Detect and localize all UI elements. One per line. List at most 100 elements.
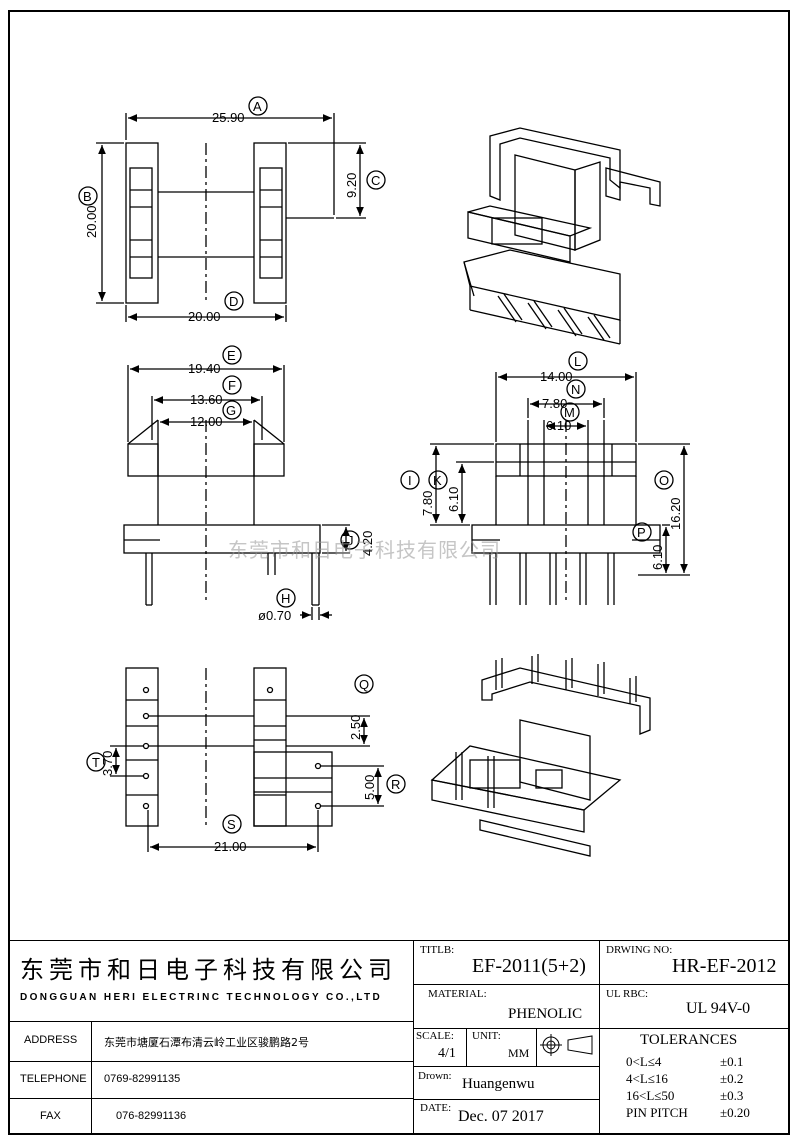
dim-value-f: 13.60 <box>190 392 223 407</box>
scale-value: 4/1 <box>438 1046 456 1061</box>
svg-text:E: E <box>227 348 236 363</box>
balloon-s: S <box>222 814 242 834</box>
tolerance-value-1: ±0.1 <box>720 1054 744 1069</box>
drawing-frame <box>8 10 790 1135</box>
svg-text:I: I <box>408 473 412 488</box>
dim-value-c: 9.20 <box>344 173 359 198</box>
balloon-r: R <box>386 774 406 794</box>
ul-label: UL RBC: <box>606 988 649 1000</box>
front-view <box>123 365 350 620</box>
bottom-view <box>110 667 384 852</box>
dim-value-j: 4.20 <box>360 531 375 556</box>
svg-text:G: G <box>226 403 236 418</box>
tolerance-value-2: ±0.2 <box>720 1071 744 1086</box>
dim-value-d: 20.00 <box>188 309 221 324</box>
company-name-en: DONGGUAN HERI ELECTRINC TECHNOLOGY CO.,L… <box>20 992 383 1003</box>
drawn-value: Huangenwu <box>462 1076 535 1092</box>
dim-value-m: 6.10 <box>546 418 571 433</box>
svg-text:B: B <box>83 189 92 204</box>
dim-value-i: 7.80 <box>420 491 435 516</box>
title-label: TITLB: <box>420 944 455 956</box>
dim-value-k: 6.10 <box>446 487 461 512</box>
fax-value: 076-82991136 <box>116 1110 187 1122</box>
projection-symbol-icon <box>540 1034 593 1056</box>
svg-text:T: T <box>92 755 100 770</box>
dim-value-o: 16.20 <box>668 497 683 530</box>
address-value: 东莞市塘厦石潭布清云岭工业区骏鹏路2号 <box>104 1036 309 1049</box>
svg-text:J: J <box>347 533 354 548</box>
svg-text:R: R <box>391 777 400 792</box>
unit-value: MM <box>508 1046 530 1060</box>
tolerance-range-4: PIN PITCH <box>626 1105 688 1120</box>
tolerances-heading: TOLERANCES <box>640 1032 738 1048</box>
material-label: MATERIAL: <box>428 988 487 1000</box>
dim-value-e: 19.40 <box>188 361 221 376</box>
company-name-cn: 东莞市和日电子科技有限公司 <box>20 956 397 984</box>
balloon-q: Q <box>354 674 374 694</box>
balloon-n: N <box>566 379 586 399</box>
address-label: ADDRESS <box>24 1034 78 1046</box>
balloon-h: H <box>276 588 296 608</box>
fax-label: FAX <box>40 1110 61 1122</box>
balloon-j: J <box>340 530 360 550</box>
scale-label: SCALE: <box>416 1030 454 1042</box>
drawing-no-label: DRWING NO: <box>606 944 673 956</box>
svg-text:Q: Q <box>359 677 369 692</box>
date-value: Dec. 07 2017 <box>458 1108 544 1125</box>
svg-text:M: M <box>564 405 575 420</box>
balloon-l: L <box>568 351 588 371</box>
dim-value-a: 25.90 <box>212 110 245 125</box>
tolerance-range-2: 4<L≤16 <box>626 1071 668 1086</box>
title-value: EF-2011(5+2) <box>472 955 586 977</box>
ul-value: UL 94V-0 <box>686 1000 751 1017</box>
balloon-i: I <box>400 470 420 490</box>
isometric-view-top <box>463 127 661 345</box>
top-view <box>96 113 366 322</box>
svg-text:H: H <box>281 591 290 606</box>
drawing-no-value: HR-EF-2012 <box>672 955 777 977</box>
svg-text:C: C <box>371 173 380 188</box>
dim-value-q: 2.50 <box>348 715 363 740</box>
balloon-k: K <box>428 470 448 490</box>
tolerance-value-3: ±0.3 <box>720 1088 744 1103</box>
balloon-d: D <box>224 291 244 311</box>
balloon-p: P <box>632 522 652 542</box>
svg-text:A: A <box>253 99 262 114</box>
balloon-e: E <box>222 345 242 365</box>
svg-text:P: P <box>637 525 646 540</box>
dim-value-g: 12.00 <box>190 414 223 429</box>
svg-text:O: O <box>659 473 669 488</box>
balloon-o: O <box>654 470 674 490</box>
technical-drawing: 25.90 20.00 9.20 20.00 19.40 13.60 12.00… <box>78 96 690 857</box>
side-view <box>430 372 690 605</box>
balloon-t: T <box>86 752 106 772</box>
watermark: 东莞市和日电子科技有限公司 <box>228 538 501 562</box>
dim-value-r: 5.00 <box>362 775 377 800</box>
dim-value-l: 14.00 <box>540 369 573 384</box>
dim-value-s: 21.00 <box>214 839 247 854</box>
telephone-label: TELEPHONE <box>20 1073 87 1085</box>
svg-text:K: K <box>433 473 442 488</box>
svg-text:N: N <box>571 382 580 397</box>
dim-value-t: 3.70 <box>100 751 115 776</box>
dim-value-b: 20.00 <box>84 205 99 238</box>
balloon-c: C <box>366 170 386 190</box>
dim-value-h: ø0.70 <box>258 608 291 623</box>
balloon-m: M <box>560 402 580 422</box>
tolerance-value-4: ±0.20 <box>720 1105 750 1120</box>
svg-text:D: D <box>229 294 238 309</box>
telephone-value: 0769-82991135 <box>104 1073 181 1085</box>
material-value: PHENOLIC <box>508 1006 583 1022</box>
svg-text:S: S <box>227 817 236 832</box>
dim-value-p: 6.10 <box>650 545 665 570</box>
balloon-b: B <box>78 186 98 206</box>
balloon-a: A <box>248 96 268 116</box>
svg-text:L: L <box>574 354 581 369</box>
dim-value-n: 7.80 <box>542 396 567 411</box>
tolerance-range-1: 0<L≤4 <box>626 1054 662 1069</box>
balloon-g: G <box>222 400 242 420</box>
tolerance-range-3: 16<L≤50 <box>626 1088 675 1103</box>
unit-label: UNIT: <box>472 1030 501 1042</box>
svg-text:F: F <box>228 378 236 393</box>
balloon-f: F <box>222 375 242 395</box>
